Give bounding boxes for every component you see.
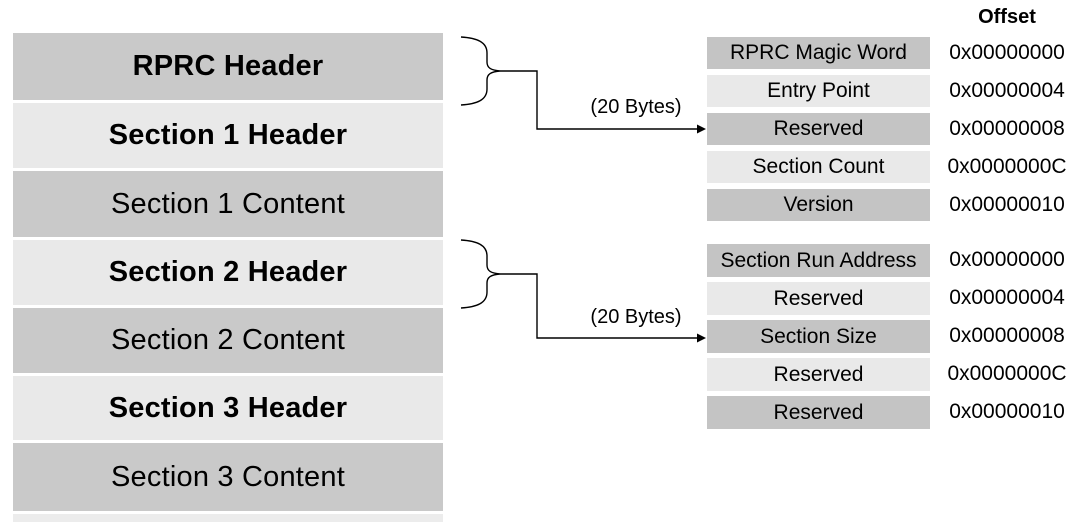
field-label: Reserved xyxy=(773,117,864,140)
block-section3-header: Section 3 Header xyxy=(13,376,443,440)
offset-value: 0x00000008 xyxy=(949,117,1065,140)
offset-value: 0x00000010 xyxy=(949,400,1065,423)
offset-column-header: Offset xyxy=(978,6,1036,28)
field-rprc-magic-word: RPRC Magic Word xyxy=(707,37,930,69)
field-section-size: Section Size xyxy=(707,320,930,353)
block-label: Section 3 Header xyxy=(108,391,348,424)
block-section2-content: Section 2 Content xyxy=(13,308,443,373)
block-label: Section 2 Header xyxy=(108,256,348,288)
offset-value: 0x00000010 xyxy=(949,193,1065,216)
field-reserved-3: Reserved xyxy=(707,358,930,391)
field-reserved-4: Reserved xyxy=(707,396,930,429)
offset-value: 0x00000000 xyxy=(949,248,1065,271)
size-label-rprc-header: (20 Bytes) xyxy=(590,96,682,118)
brace-section2-header xyxy=(460,239,501,309)
field-reserved-2: Reserved xyxy=(707,282,930,315)
field-label: Section Size xyxy=(760,324,877,348)
block-partial-next-row xyxy=(13,514,443,522)
arrowhead-rprc-table xyxy=(697,124,706,134)
block-label: RPRC Header xyxy=(132,50,324,82)
field-version: Version xyxy=(707,189,930,221)
offset-value: 0x00000004 xyxy=(949,286,1065,309)
field-label: Reserved xyxy=(773,362,864,386)
field-section-run-address: Section Run Address xyxy=(707,244,930,277)
block-label: Section 3 Content xyxy=(111,460,345,493)
field-label: Reserved xyxy=(773,400,864,424)
block-section2-header: Section 2 Header xyxy=(13,240,443,305)
field-label: RPRC Magic Word xyxy=(730,41,907,64)
offset-value: 0x0000000C xyxy=(947,362,1067,385)
field-label: Reserved xyxy=(773,286,864,310)
brace-rprc-header xyxy=(460,36,501,106)
size-label-section-header: (20 Bytes) xyxy=(590,306,682,328)
block-section1-content: Section 1 Content xyxy=(13,171,443,237)
field-label: Version xyxy=(783,193,854,216)
block-section1-header: Section 1 Header xyxy=(13,103,443,168)
field-label: Section Run Address xyxy=(720,248,917,272)
offset-value: 0x00000000 xyxy=(949,41,1065,64)
block-section3-content: Section 3 Content xyxy=(13,443,443,511)
field-label: Section Count xyxy=(752,155,885,178)
offset-value: 0x00000004 xyxy=(949,79,1065,102)
block-label: Section 1 Content xyxy=(111,187,345,220)
field-reserved-1: Reserved xyxy=(707,113,930,145)
block-rprc-header: RPRC Header xyxy=(13,33,443,100)
field-section-count: Section Count xyxy=(707,151,930,183)
arrowhead-section-table xyxy=(697,333,706,343)
offset-value: 0x00000008 xyxy=(949,324,1065,347)
block-label: Section 1 Header xyxy=(108,119,348,151)
field-label: Entry Point xyxy=(767,79,870,102)
offset-value: 0x0000000C xyxy=(947,155,1067,178)
block-label: Section 2 Content xyxy=(111,324,345,356)
field-entry-point: Entry Point xyxy=(707,75,930,107)
